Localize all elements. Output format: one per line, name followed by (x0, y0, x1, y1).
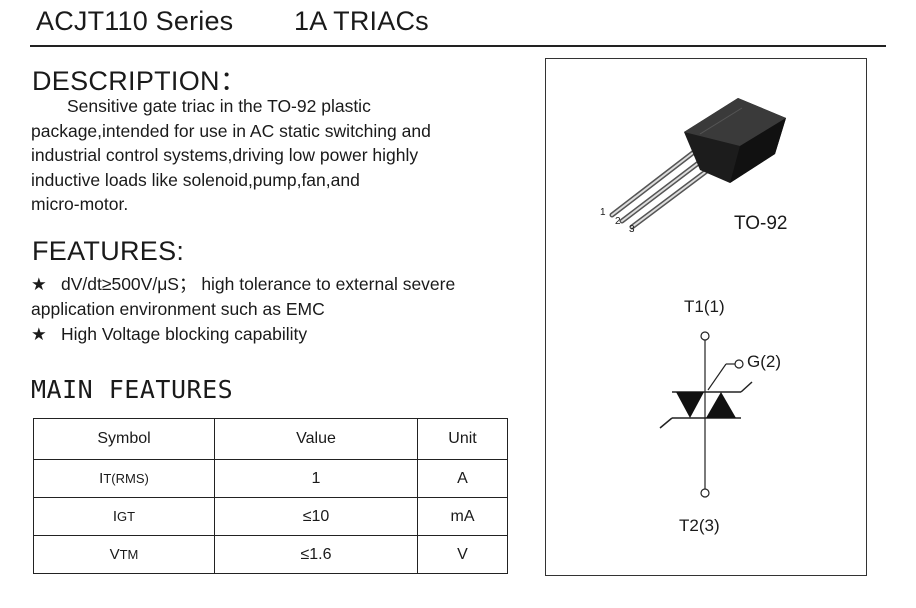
star-bullet-icon: ★ (31, 274, 47, 294)
gate-label: G(2) (747, 352, 781, 371)
symbol-subscript: TM (119, 546, 139, 562)
features-heading: FEATURES: (32, 236, 185, 266)
feature-item: ★ dV/dt≥500V/μS； high tolerance to extern… (31, 272, 541, 297)
unit-cell: A (417, 459, 508, 498)
table-row: VTM ≤1.6 V (33, 535, 508, 574)
main-features-heading: MAIN FEATURES (31, 375, 234, 404)
feature-item: ★ High Voltage blocking capability (31, 322, 541, 347)
value-cell: ≤10 (214, 497, 418, 536)
series-name: ACJT110 Series (36, 6, 234, 36)
description-line: inductive loads like solenoid,pump,fan,a… (31, 169, 360, 190)
symbol-letter: I (99, 469, 104, 487)
symbol-letter: V (109, 545, 120, 563)
symbol-subscript: T(RMS) (103, 470, 149, 486)
package-label: TO-92 (734, 213, 788, 234)
pin-number-1: 1 (600, 207, 606, 218)
features-list: ★ dV/dt≥500V/μS； high tolerance to extern… (31, 272, 541, 347)
triac-symbol-icon (659, 331, 753, 498)
description-heading: DESCRIPTION： (32, 66, 248, 96)
feature-item-continuation: application environment such as EMC (31, 299, 325, 319)
symbol-letter: I (112, 507, 118, 525)
description-line: industrial control systems,driving low p… (31, 145, 419, 166)
description-line: Sensitive gate triac in the TO-92 plasti… (67, 96, 371, 116)
symbol-cell: IGT (33, 497, 215, 536)
column-header-symbol: Symbol (33, 418, 215, 460)
description-line: micro-motor. (31, 194, 129, 215)
description-line: package,intended for use in AC static sw… (31, 120, 431, 141)
unit-cell: V (417, 535, 508, 574)
to92-package-icon (609, 98, 786, 230)
value-cell: 1 (214, 459, 418, 498)
symbol-cell: VTM (33, 535, 215, 574)
package-panel (545, 58, 867, 576)
pin-number-2: 2 (615, 216, 621, 227)
pin-number-3: 3 (629, 224, 635, 235)
title-divider (30, 45, 886, 47)
star-bullet-icon: ★ (31, 324, 47, 344)
table-row: IT(RMS) 1 A (33, 459, 508, 498)
terminal-t2-label: T2(3) (679, 516, 720, 535)
unit-cell: mA (417, 497, 508, 536)
feature-text: dV/dt≥500V/μS； high tolerance to externa… (61, 274, 456, 294)
product-subtitle: 1A TRIACs (294, 6, 429, 36)
value-cell: ≤1.6 (214, 535, 418, 574)
description-text: Sensitive gate triac in the TO-92 plasti… (31, 94, 531, 217)
feature-text: High Voltage blocking capability (61, 324, 308, 344)
table-row: IGT ≤10 mA (33, 497, 508, 536)
symbol-subscript: GT (117, 508, 136, 524)
terminal-t1-label: T1(1) (684, 297, 725, 316)
main-features-table: Symbol Value Unit IT(RMS) 1 A IGT ≤10 mA… (33, 418, 508, 574)
